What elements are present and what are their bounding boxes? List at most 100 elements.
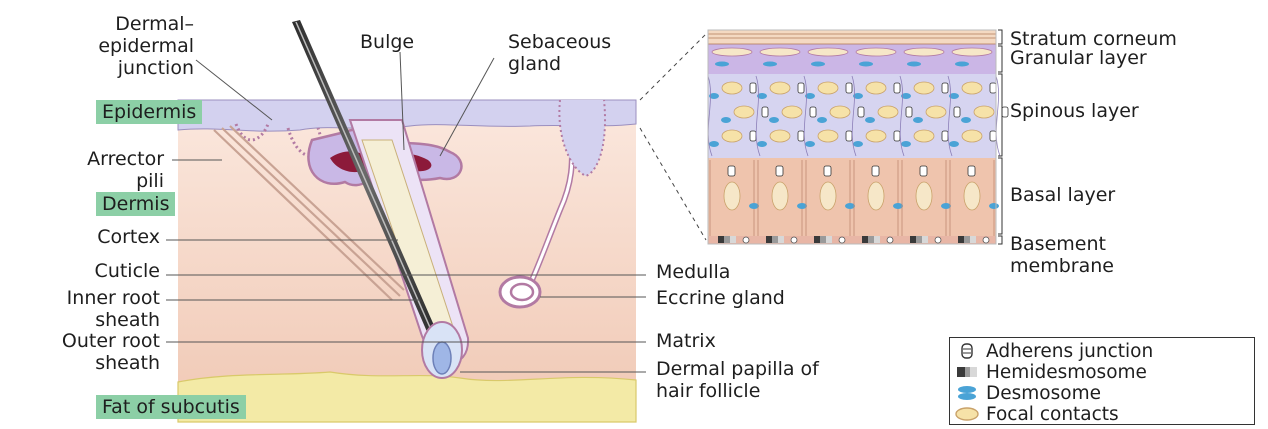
- cell-boundary: [996, 76, 1000, 156]
- subcutaneous-fat: [178, 372, 636, 422]
- desmosome-mark: [769, 117, 779, 123]
- label-medulla: Medulla: [656, 261, 730, 283]
- legend-box: Adherens junction Hemidesmosome Desmosom…: [949, 337, 1255, 425]
- desmosome-mark: [989, 203, 999, 209]
- zoom-guides: [640, 34, 706, 240]
- stratum-corneum-region: [708, 30, 996, 44]
- label-line: epidermal: [70, 35, 194, 57]
- hemidesmosome-mark: [910, 236, 916, 243]
- desmosome-mark: [907, 62, 921, 67]
- adherens-junction-mark: [968, 166, 975, 176]
- focal-contact-mark: [914, 130, 934, 142]
- adherens-junction-mark: [954, 107, 960, 117]
- desmosome-mark: [913, 117, 923, 123]
- basal-cell-nucleus: [820, 182, 836, 210]
- label-line: Basement: [1010, 233, 1114, 255]
- basal-cell-nucleus: [724, 182, 740, 210]
- adherens-junction-mark: [894, 83, 900, 93]
- desmosome-mark: [845, 203, 855, 209]
- adherens-junction-mark: [872, 166, 879, 176]
- desmosome-icon: [954, 383, 980, 403]
- label-line: gland: [508, 53, 611, 75]
- desmosome-mark: [715, 62, 729, 67]
- desmosome-mark: [757, 141, 767, 147]
- desmosome-mark: [865, 117, 875, 123]
- label-granular-layer: Granular layer: [1010, 47, 1147, 69]
- focal-contact-mark: [722, 130, 742, 142]
- label-line: Outer root: [10, 330, 160, 352]
- granular-cell: [712, 48, 752, 56]
- focal-contact-mark: [926, 106, 946, 118]
- label-basement-membrane: Basement membrane: [1010, 233, 1114, 277]
- adherens-junction-mark: [920, 166, 927, 176]
- basement-membrane-strip: [708, 236, 996, 244]
- legend-label: Desmosome: [986, 383, 1101, 404]
- adherens-junction-mark: [990, 83, 996, 93]
- adherens-junction-mark: [846, 131, 852, 141]
- label-line: Arrector: [40, 148, 164, 170]
- hemidesmosome-mark: [868, 236, 874, 243]
- skin-cross-section: [178, 20, 636, 422]
- label-dermal-papilla: Dermal papilla of hair follicle: [656, 358, 819, 402]
- focal-contact-mark: [743, 237, 749, 243]
- hemidesmosome-mark: [826, 236, 832, 243]
- focal-contact-mark: [782, 106, 802, 118]
- label-eccrine-gland: Eccrine gland: [656, 287, 785, 309]
- adherens-junction-mark: [728, 166, 735, 176]
- label-cortex: Cortex: [40, 226, 160, 248]
- label-bulge: Bulge: [360, 31, 414, 53]
- label-line: pili: [40, 170, 164, 192]
- label-dermis: Dermis: [96, 192, 175, 216]
- adherens-junction-mark: [1002, 107, 1008, 117]
- granular-cell: [904, 48, 944, 56]
- adherens-junction-mark: [798, 131, 804, 141]
- adherens-junction-mark: [750, 83, 756, 93]
- desmosome-mark: [817, 117, 827, 123]
- granular-cell: [760, 48, 800, 56]
- layer-brackets: [998, 30, 1002, 244]
- label-sebaceous-gland: Sebaceous gland: [508, 31, 611, 75]
- label-fat-of-subcutis: Fat of subcutis: [96, 395, 246, 419]
- dermal-papilla: [433, 342, 451, 374]
- hemidesmosome-icon: [954, 362, 980, 382]
- adherens-junction-mark: [942, 83, 948, 93]
- desmosome-mark: [805, 141, 815, 147]
- adherens-junction-mark: [798, 83, 804, 93]
- focal-contact-mark: [866, 82, 886, 94]
- desmosome-mark: [949, 141, 959, 147]
- focal-contact-mark: [722, 82, 742, 94]
- legend-item-focal-contacts: Focal contacts: [954, 403, 1119, 425]
- focal-contact-mark: [974, 106, 994, 118]
- adherens-junction-mark: [776, 166, 783, 176]
- label-inner-root-sheath: Inner root sheath: [10, 287, 160, 331]
- desmosome-mark: [941, 203, 951, 209]
- hemidesmosome-mark: [922, 236, 928, 243]
- granular-cell: [808, 48, 848, 56]
- basal-cell-nucleus: [772, 182, 788, 210]
- granular-cell: [952, 48, 992, 56]
- adherens-junction-mark: [894, 131, 900, 141]
- label-line: sheath: [10, 352, 160, 374]
- label-cuticle: Cuticle: [40, 260, 160, 282]
- adherens-junction-mark: [810, 107, 816, 117]
- adherens-junction-mark: [858, 107, 864, 117]
- focal-contact-mark: [914, 82, 934, 94]
- desmosome-mark: [797, 203, 807, 209]
- label-spinous-layer: Spinous layer: [1010, 100, 1139, 122]
- desmosome-mark: [859, 62, 873, 67]
- hemidesmosome-mark: [874, 236, 880, 243]
- focal-contact-icon: [954, 404, 980, 424]
- hemidesmosome-mark: [724, 236, 730, 243]
- desmosome-mark: [721, 117, 731, 123]
- hemidesmosome-mark: [958, 236, 964, 243]
- focal-contact-mark: [791, 237, 797, 243]
- focal-contact-mark: [818, 130, 838, 142]
- label-line: Dermal papilla of: [656, 358, 819, 380]
- legend-label: Focal contacts: [986, 404, 1119, 425]
- granular-layer-region: [708, 44, 996, 74]
- legend-label: Adherens junction: [986, 341, 1153, 362]
- hemidesmosome-mark: [820, 236, 826, 243]
- granular-cell: [856, 48, 896, 56]
- hemidesmosome-mark: [766, 236, 772, 243]
- legend-item-hemidesmosome: Hemidesmosome: [954, 361, 1147, 383]
